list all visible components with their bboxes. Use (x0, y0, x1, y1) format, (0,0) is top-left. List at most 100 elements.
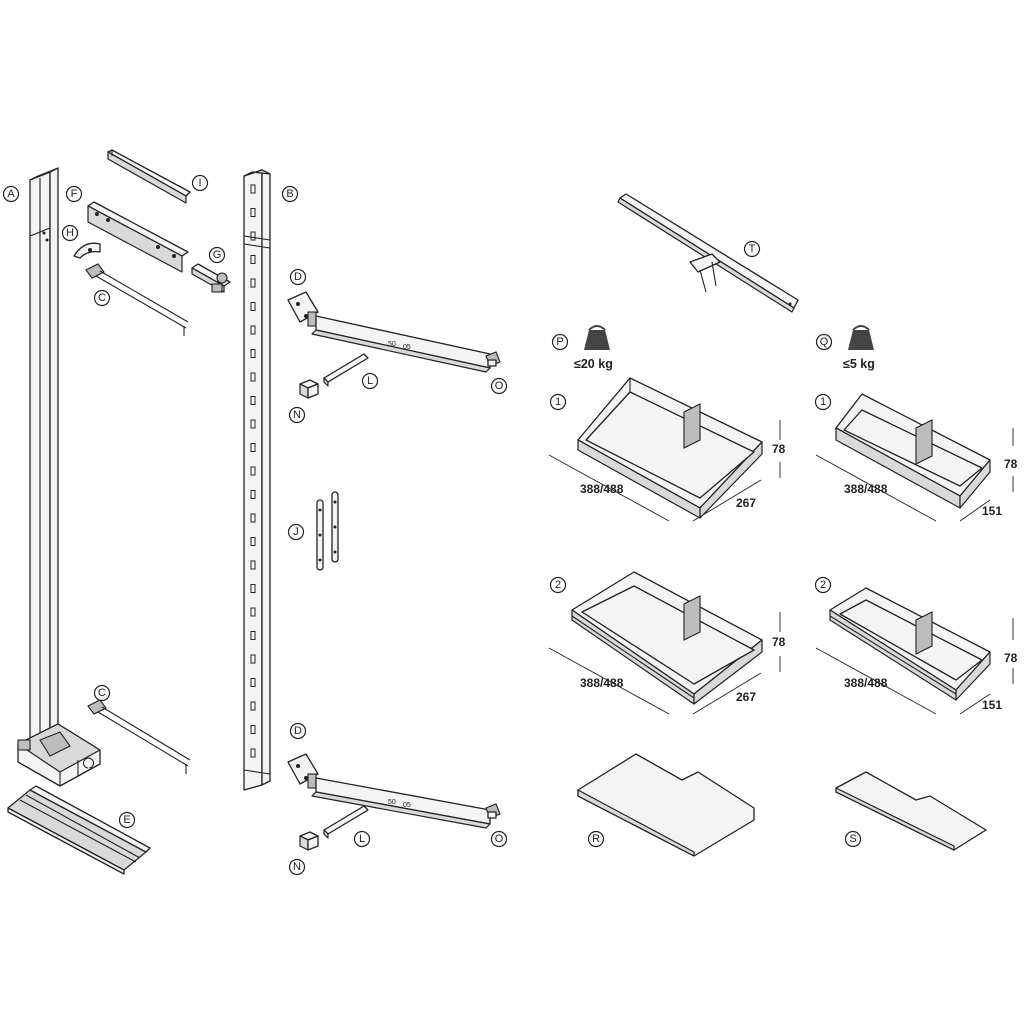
label-a: A (2, 185, 20, 203)
mat-r (577, 753, 755, 857)
label-q1: 1 (814, 393, 832, 411)
post-b-slot (250, 584, 256, 593)
clip-h (73, 242, 101, 259)
label-o-lower: O (490, 830, 508, 848)
svg-text:E: E (123, 814, 130, 826)
post-b-slot (250, 725, 256, 734)
label-d-lower: D (289, 722, 307, 740)
post-b-slot (250, 560, 256, 570)
svg-text:F: F (71, 188, 78, 200)
tray-q2 (829, 587, 991, 701)
svg-text:S: S (849, 833, 856, 845)
svg-text:267: 267 (736, 496, 756, 510)
post-b-slot (250, 208, 256, 217)
end-cap-o-upper (485, 351, 501, 367)
svg-text:P: P (556, 336, 563, 348)
label-h: H (61, 224, 79, 242)
strip-l-lower (323, 805, 369, 839)
load-q: ≤5 kg (843, 357, 875, 371)
svg-text:2: 2 (820, 579, 826, 591)
label-p1: 1 (549, 393, 567, 411)
svg-text:G: G (213, 249, 222, 261)
hanger-t (617, 193, 799, 313)
plates-j (316, 491, 339, 571)
label-b: B (281, 185, 299, 203)
label-e: E (118, 811, 136, 829)
svg-text:50: 50 (388, 799, 396, 806)
svg-text:05: 05 (403, 802, 411, 809)
label-t: T (743, 240, 761, 258)
svg-text:78: 78 (772, 635, 786, 649)
dims-p2: 388/488 267 78 (548, 612, 786, 715)
post-b-slot (250, 678, 256, 687)
block-n-lower (299, 831, 319, 851)
svg-text:388/488: 388/488 (844, 482, 888, 496)
rail-d-lower: 50 05 (287, 753, 491, 829)
post-b-slot (250, 302, 256, 311)
post-b-slot (250, 255, 256, 264)
svg-text:78: 78 (1004, 651, 1018, 665)
load-p: ≤20 kg (574, 357, 613, 371)
label-q2: 2 (814, 576, 832, 594)
label-i: I (191, 174, 209, 192)
post-b-slot (250, 325, 256, 335)
end-cap-o-lower (485, 803, 501, 819)
svg-text:L: L (359, 833, 365, 845)
label-c-lower: C (93, 684, 111, 702)
post-b-slot (250, 631, 256, 640)
svg-text:151: 151 (982, 504, 1002, 518)
label-c-upper: C (93, 289, 111, 307)
svg-text:78: 78 (772, 442, 786, 456)
post-b-slot (250, 490, 256, 499)
svg-text:A: A (7, 188, 15, 200)
rod-c-lower (87, 699, 191, 774)
post-b-slot (250, 748, 256, 758)
svg-text:I: I (198, 177, 201, 189)
svg-text:H: H (66, 227, 74, 239)
weight-icon-q (848, 325, 874, 350)
label-s: S (844, 830, 862, 848)
svg-text:388/488: 388/488 (844, 676, 888, 690)
label-n-lower: N (288, 858, 306, 876)
post-b-slot (250, 537, 256, 546)
svg-text:N: N (293, 409, 301, 421)
svg-text:D: D (294, 725, 302, 737)
bracket-f (87, 201, 189, 273)
label-l-upper: L (361, 372, 379, 390)
weight-icon-p (584, 325, 610, 350)
svg-text:267: 267 (736, 690, 756, 704)
svg-text:388/488: 388/488 (580, 482, 624, 496)
strip-l-upper (323, 353, 369, 387)
svg-text:2: 2 (555, 579, 561, 591)
label-d-upper: D (289, 268, 307, 286)
svg-text:151: 151 (982, 698, 1002, 712)
svg-text:O: O (495, 833, 504, 845)
angle-bracket-g (191, 263, 231, 293)
post-b-slot (250, 184, 256, 194)
svg-text:B: B (286, 188, 293, 200)
label-j: J (287, 523, 305, 541)
svg-text:1: 1 (555, 396, 561, 408)
label-r: R (587, 830, 605, 848)
mat-s (835, 771, 987, 851)
svg-text:R: R (592, 833, 600, 845)
svg-text:1: 1 (820, 396, 826, 408)
svg-text:C: C (98, 687, 106, 699)
post-b-slot (250, 466, 256, 476)
svg-text:N: N (293, 861, 301, 873)
base-channel-e (7, 785, 151, 875)
label-p2: 2 (549, 576, 567, 594)
post-b-slot (250, 443, 256, 452)
post-a (17, 167, 101, 787)
svg-text:T: T (749, 243, 756, 255)
label-f: F (65, 185, 83, 203)
post-b-slot (250, 396, 256, 405)
post-b-slot (250, 513, 256, 523)
svg-text:C: C (98, 292, 106, 304)
svg-text:O: O (495, 380, 504, 392)
svg-text:J: J (293, 526, 299, 538)
label-p: P (551, 333, 569, 351)
dims-q1: 388/488 151 78 (815, 428, 1018, 522)
post-b-slot (250, 419, 256, 429)
